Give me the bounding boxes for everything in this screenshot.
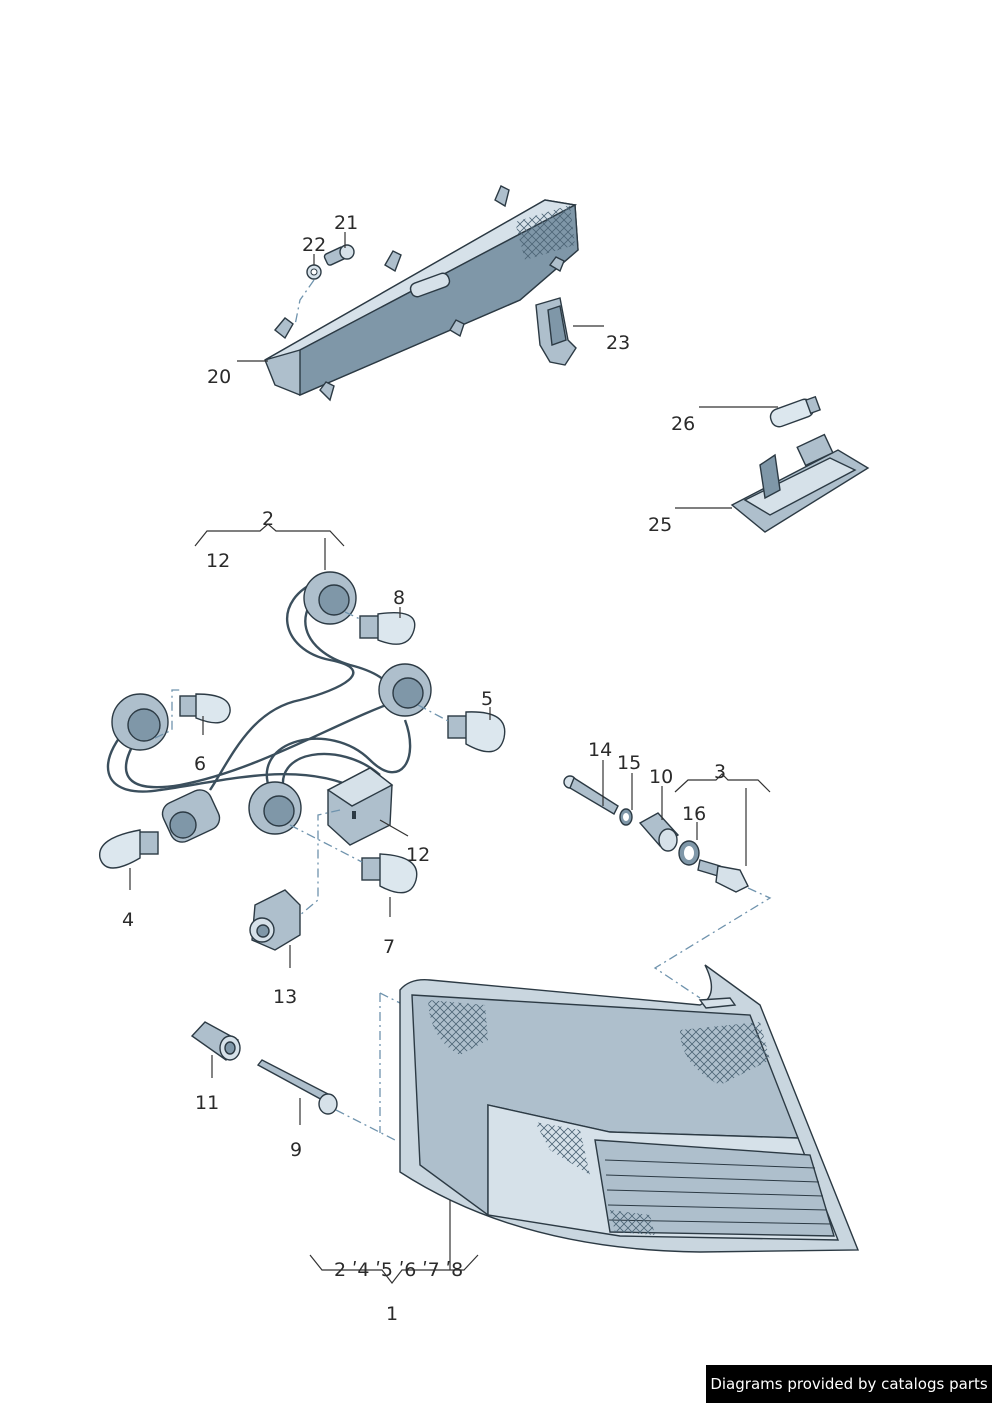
brake-light-housing — [264, 185, 579, 402]
festoon-bulb-26 — [769, 395, 821, 428]
stud-3 — [697, 859, 749, 893]
socket-lower-left — [161, 789, 221, 843]
callout-group-1-subparts: 2 ʹ4 ʹ5 ʹ6 ʹ7 ʹ8 — [334, 1259, 463, 1281]
callout-3: 3 — [714, 761, 726, 783]
callout-labels: 20 21 22 23 26 25 2 12 8 5 6 12 4 7 13 1… — [122, 212, 726, 1325]
bulb-8 — [359, 612, 416, 645]
callout-14: 14 — [588, 739, 612, 761]
leader-lines — [129, 232, 778, 1284]
bulb-5 — [447, 711, 506, 753]
callout-20: 20 — [207, 366, 231, 388]
attribution-banner: Diagrams provided by catalogs parts — [706, 1365, 992, 1403]
socket-right — [378, 663, 432, 717]
socket-left — [111, 693, 169, 751]
socket-23 — [535, 297, 577, 366]
callout-21: 21 — [334, 212, 358, 234]
washer-22 — [306, 264, 322, 280]
connector-12 — [326, 767, 394, 846]
callout-25: 25 — [648, 514, 672, 536]
callout-9: 9 — [290, 1139, 302, 1161]
callout-12-bottom: 12 — [406, 844, 430, 866]
grommet-11 — [190, 1021, 241, 1062]
socket-top — [303, 571, 357, 625]
callout-6: 6 — [194, 753, 206, 775]
callout-22: 22 — [302, 234, 326, 256]
bulb-4 — [99, 829, 159, 869]
bulb-7 — [361, 853, 418, 894]
callout-7: 7 — [383, 936, 395, 958]
cover-cap-13 — [249, 889, 301, 951]
tail-light-lens — [399, 964, 860, 1253]
washer-16 — [678, 840, 700, 866]
wiring-harness — [106, 578, 412, 796]
washer-15 — [619, 808, 633, 826]
callout-2: 2 — [262, 508, 274, 530]
callout-12-top: 12 — [206, 550, 230, 572]
bolt-14 — [563, 775, 619, 815]
screw-21 — [323, 244, 355, 266]
stud-9 — [256, 1059, 338, 1115]
spacer-10 — [638, 812, 680, 852]
callout-5: 5 — [481, 688, 493, 710]
callout-4: 4 — [122, 909, 134, 931]
callout-26: 26 — [671, 413, 695, 435]
callout-10: 10 — [649, 766, 673, 788]
license-lamp-25 — [730, 433, 870, 533]
bulb-6 — [179, 693, 231, 724]
callout-23: 23 — [606, 332, 630, 354]
callout-11: 11 — [195, 1092, 219, 1114]
socket-bottom — [248, 781, 302, 835]
callout-15: 15 — [617, 752, 641, 774]
callout-13: 13 — [273, 986, 297, 1008]
callout-8: 8 — [393, 587, 405, 609]
callout-16: 16 — [682, 803, 706, 825]
callout-1: 1 — [386, 1303, 398, 1325]
